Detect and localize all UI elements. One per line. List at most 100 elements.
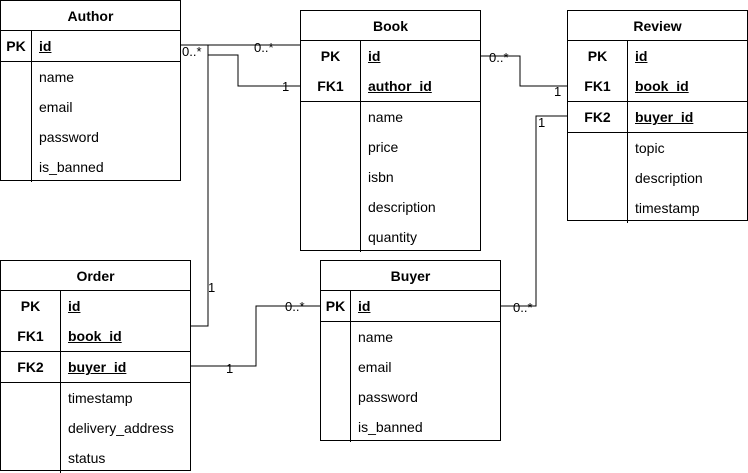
field-name: name: [358, 329, 394, 345]
key-row: PK id: [1, 31, 180, 61]
card-order-buyer-many: 0..*: [285, 299, 305, 314]
field-name: quantity: [368, 229, 418, 245]
card-book-review-one: 1: [554, 84, 561, 99]
field-row: password: [1, 122, 180, 152]
card-order-book-one: 1: [208, 280, 215, 295]
field-row: topic: [568, 133, 747, 163]
key-field: id: [635, 48, 648, 64]
field-name: description: [368, 199, 436, 215]
key-section: PK id FK1 author_id: [301, 41, 480, 102]
key-label: FK1: [317, 78, 344, 94]
field-section: topic description timestamp: [568, 133, 747, 223]
key-field: book_id: [68, 328, 122, 344]
connector-order-buyer: [191, 305, 320, 367]
field-section: name email password is_banned: [321, 322, 500, 442]
entity-book[interactable]: Book PK id FK1 author_id name price isbn…: [300, 10, 481, 252]
field-row: timestamp: [568, 193, 747, 223]
key-label: PK: [20, 298, 41, 314]
field-section: name price isbn description quantity: [301, 102, 480, 252]
field-name: is_banned: [358, 419, 423, 435]
key-section: PK id FK1 book_id: [1, 291, 190, 352]
entity-title: Author: [1, 1, 180, 31]
key-section: FK2 buyer_id: [1, 352, 190, 383]
entity-order[interactable]: Order PK id FK1 book_id FK2 buyer_id tim…: [0, 260, 191, 473]
connector-author-book-id: [180, 44, 209, 327]
field-row: timestamp: [1, 383, 190, 413]
key-row: PK id: [301, 41, 480, 71]
connector-review-buyer: [501, 115, 568, 307]
key-label: FK2: [17, 359, 44, 375]
key-row: PK id: [568, 41, 747, 71]
key-row: FK2 buyer_id: [568, 102, 747, 132]
field-row: email: [1, 92, 180, 122]
entity-author[interactable]: Author PK id name email password is_bann…: [0, 0, 181, 182]
field-row: description: [568, 163, 747, 193]
key-label: FK1: [17, 328, 44, 344]
key-label: PK: [325, 298, 346, 314]
key-field: id: [39, 38, 52, 54]
field-row: is_banned: [321, 412, 500, 442]
entity-buyer[interactable]: Buyer PK id name email password is_banne…: [320, 260, 501, 442]
key-section: PK id: [1, 31, 180, 62]
field-name: timestamp: [68, 390, 133, 406]
field-row: quantity: [301, 222, 480, 252]
card-book-review-many: 0..*: [489, 50, 509, 65]
connector-book-review: [480, 55, 568, 87]
card-order-buyer-one: 1: [226, 361, 233, 376]
field-section: name email password is_banned: [1, 62, 180, 182]
key-label: PK: [6, 38, 26, 54]
key-label: FK2: [584, 109, 611, 125]
key-field: book_id: [635, 78, 689, 94]
key-row: PK id: [1, 291, 190, 321]
field-row: name: [301, 102, 480, 132]
card-review-buyer-one: 1: [538, 115, 545, 130]
entity-review[interactable]: Review PK id FK1 book_id FK2 buyer_id to…: [567, 10, 748, 223]
field-name: email: [39, 99, 73, 115]
field-name: name: [368, 109, 404, 125]
field-row: isbn: [301, 162, 480, 192]
field-name: name: [39, 69, 75, 85]
key-field: buyer_id: [635, 109, 694, 125]
field-name: timestamp: [635, 200, 700, 216]
field-section: timestamp delivery_address status: [1, 383, 190, 473]
key-row: PK id: [321, 291, 500, 321]
key-section: PK id: [321, 291, 500, 322]
field-name: is_banned: [39, 159, 104, 175]
key-field: id: [68, 298, 81, 314]
key-row: FK1 book_id: [568, 71, 747, 101]
field-row: name: [1, 62, 180, 92]
field-row: password: [321, 382, 500, 412]
field-row: status: [1, 443, 190, 473]
entity-title: Book: [301, 11, 480, 41]
key-field: author_id: [368, 78, 432, 94]
field-row: name: [321, 322, 500, 352]
field-name: topic: [635, 140, 665, 156]
field-name: status: [68, 450, 106, 466]
key-label: PK: [320, 48, 341, 64]
key-row: FK1 author_id: [301, 71, 480, 101]
field-name: email: [358, 359, 392, 375]
entity-title: Review: [568, 11, 747, 41]
field-name: isbn: [368, 169, 394, 185]
entity-title: Order: [1, 261, 190, 291]
key-label: FK1: [584, 78, 611, 94]
card-review-buyer-many: 0..*: [513, 300, 533, 315]
key-section: PK id FK1 book_id: [568, 41, 747, 102]
field-name: delivery_address: [68, 420, 174, 436]
connector-author-book-author-id: [208, 54, 300, 87]
field-row: email: [321, 352, 500, 382]
field-name: password: [358, 389, 418, 405]
field-name: password: [39, 129, 99, 145]
entity-title: Buyer: [321, 261, 500, 291]
key-row: FK1 book_id: [1, 321, 190, 351]
field-name: price: [368, 139, 399, 155]
field-name: description: [635, 170, 703, 186]
field-row: price: [301, 132, 480, 162]
field-row: description: [301, 192, 480, 222]
key-field: buyer_id: [68, 359, 127, 375]
card-author-book-author: 0..*: [182, 44, 202, 59]
field-row: delivery_address: [1, 413, 190, 443]
key-field: id: [368, 48, 381, 64]
card-author-book-one: 1: [282, 79, 289, 94]
field-row: is_banned: [1, 152, 180, 182]
